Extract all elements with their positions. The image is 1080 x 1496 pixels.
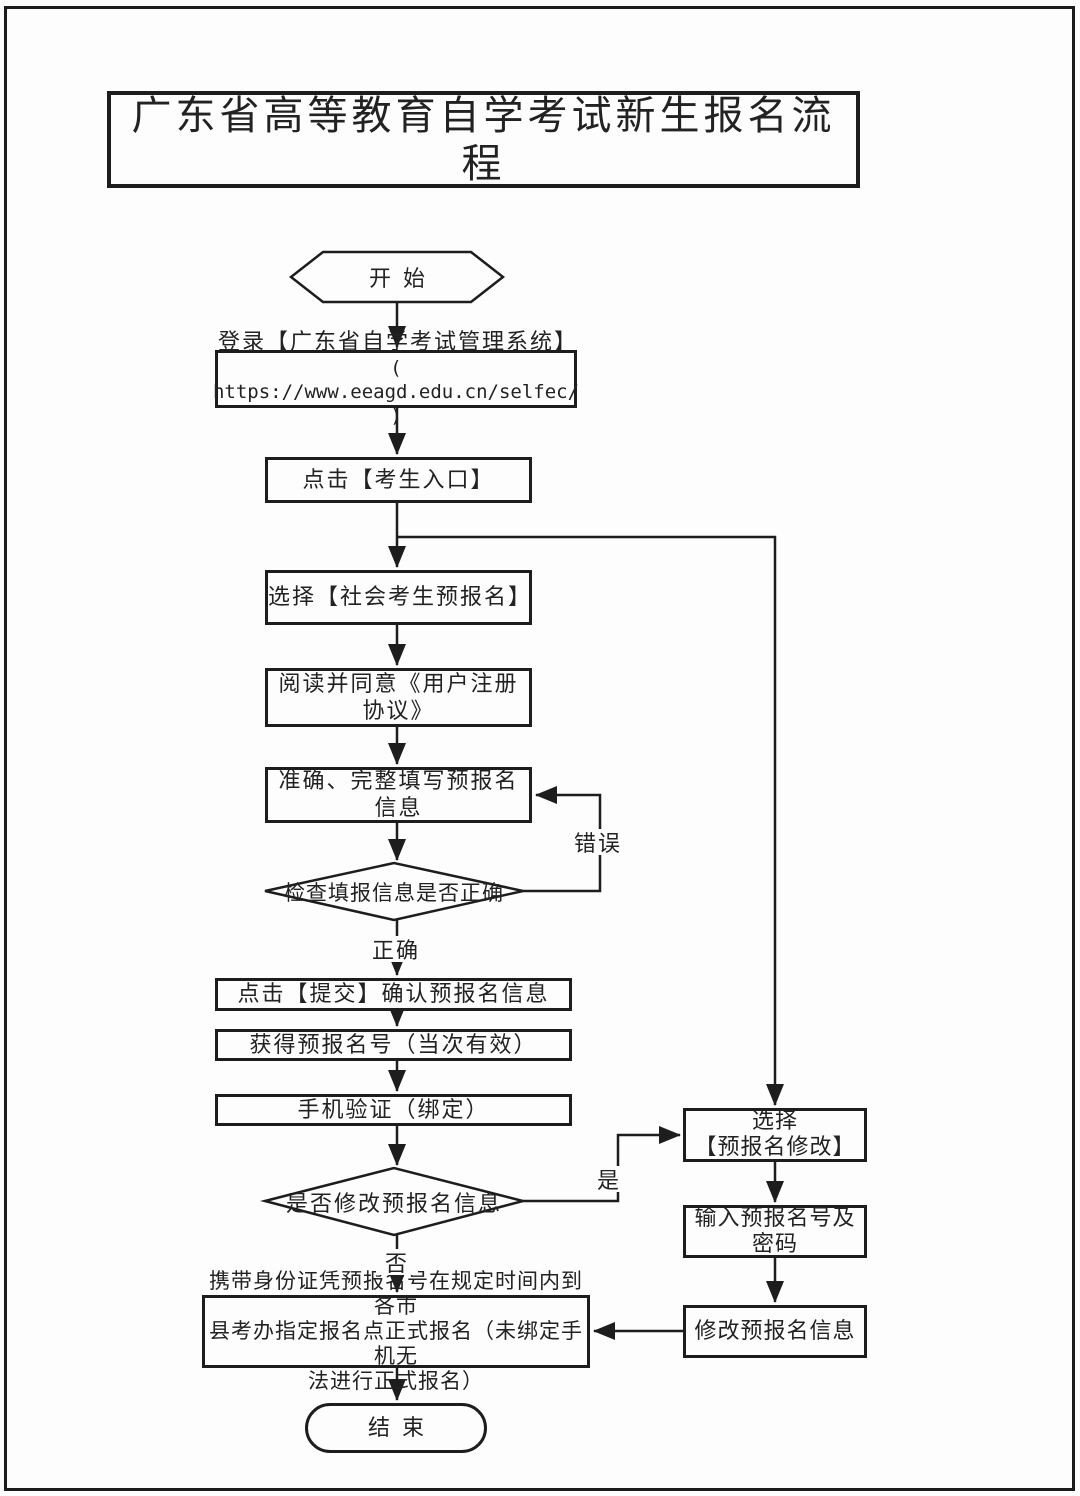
- phone-verify-label: 手机验证（绑定）: [297, 1097, 490, 1123]
- input-number-line2: 密码: [751, 1231, 798, 1257]
- node-select-modify: 选择 【预报名修改】: [683, 1108, 867, 1162]
- fill-info-label: 准确、完整填写预报名信息: [278, 769, 519, 821]
- start-hexagon: [288, 250, 506, 304]
- node-end: 结束: [305, 1403, 487, 1453]
- flowchart-title-box: 广东省高等教育自学考试新生报名流程: [107, 91, 860, 188]
- node-click-entry: 点击【考生入口】: [265, 457, 532, 503]
- node-fill-info: 准确、完整填写预报名信息: [265, 767, 532, 823]
- select-modify-line2: 【预报名修改】: [694, 1135, 856, 1160]
- start-node-label: 开始: [368, 267, 437, 292]
- input-number-line1: 输入预报名号及: [694, 1205, 856, 1231]
- edge-label-error: 错误: [556, 829, 640, 857]
- edge-label-yes: 是: [588, 1166, 630, 1194]
- node-phone-verify: 手机验证（绑定）: [215, 1094, 572, 1126]
- get-number-label: 获得预报名号（当次有效）: [249, 1032, 538, 1058]
- end-label: 结束: [367, 1415, 436, 1441]
- select-modify-line1: 选择: [751, 1109, 798, 1134]
- modify-decision-diamond: [260, 1166, 528, 1237]
- node-formal-registration: 携带身份证凭预报名号在规定时间内到各市 县考办指定报名点正式报名（未绑定手机无 …: [202, 1269, 590, 1393]
- node-input-number: 输入预报名号及 密码: [683, 1205, 867, 1258]
- select-prereg-label: 选择【社会考生预报名】: [268, 585, 533, 610]
- login-label: 登录【广东省自学考试管理系统】: [218, 330, 579, 355]
- node-login-system: 登录【广东省自学考试管理系统】 ( https://www.eeagd.edu.…: [213, 330, 579, 427]
- check-info-label: 检查填报信息是否正确: [284, 880, 504, 905]
- edge-label-correct: 正确: [355, 936, 437, 964]
- click-entry-label: 点击【考生入口】: [302, 467, 495, 493]
- agree-terms-label: 阅读并同意《用户注册协议》: [278, 671, 519, 724]
- check-info-diamond: [264, 861, 524, 922]
- edge-branch-to-modify: [397, 535, 784, 1106]
- modify-info-label: 修改预报名信息: [694, 1319, 856, 1344]
- formal-reg-line3: 法进行正式报名）: [308, 1369, 484, 1393]
- login-url: ( https://www.eeagd.edu.cn/selfec/ ): [212, 357, 580, 427]
- node-select-prereg: 选择【社会考生预报名】: [265, 570, 532, 625]
- node-get-number: 获得预报名号（当次有效）: [215, 1029, 572, 1061]
- edge-label-no: 否: [376, 1249, 418, 1277]
- node-agree-terms: 阅读并同意《用户注册协议》: [265, 668, 532, 727]
- node-submit-confirm: 点击【提交】确认预报名信息: [215, 978, 572, 1011]
- submit-confirm-label: 点击【提交】确认预报名信息: [237, 982, 550, 1007]
- modify-decision-label: 是否修改预报名信息: [285, 1191, 502, 1217]
- node-modify-info: 修改预报名信息: [683, 1305, 867, 1358]
- flowchart-title: 广东省高等教育自学考试新生报名流程: [131, 92, 836, 187]
- formal-reg-line2: 县考办指定报名点正式报名（未绑定手机无: [209, 1319, 583, 1368]
